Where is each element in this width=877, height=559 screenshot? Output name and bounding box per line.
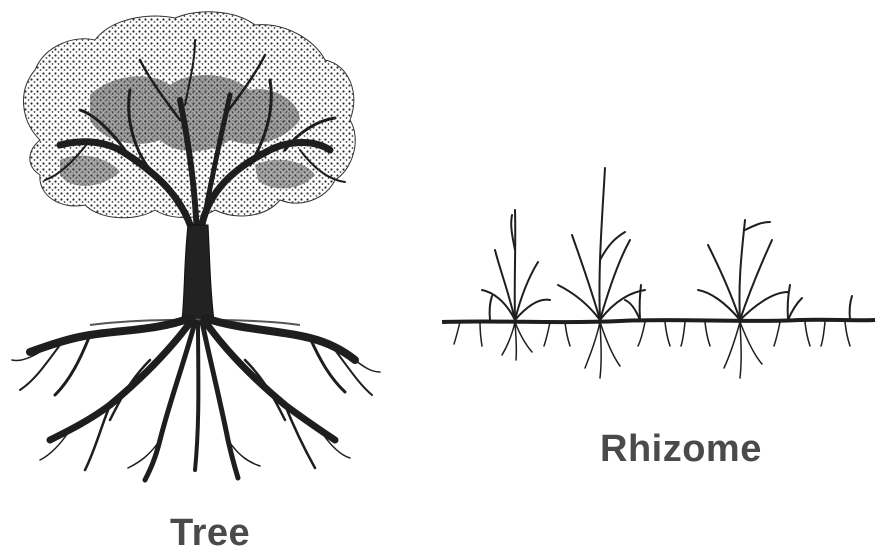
tree-roots — [12, 318, 380, 480]
tree-illustration — [0, 0, 440, 559]
rhizome-shoots — [482, 168, 852, 320]
rhizome-stem — [442, 320, 875, 322]
tree-panel: Tree — [0, 0, 440, 559]
rhizome-illustration — [440, 0, 877, 559]
rhizome-roots — [454, 322, 850, 378]
rhizome-panel: Rhizome — [440, 0, 877, 559]
rhizome-label: Rhizome — [600, 428, 762, 471]
tree-canopy — [24, 12, 356, 218]
tree-label: Tree — [170, 512, 250, 555]
tree-trunk — [182, 225, 214, 320]
